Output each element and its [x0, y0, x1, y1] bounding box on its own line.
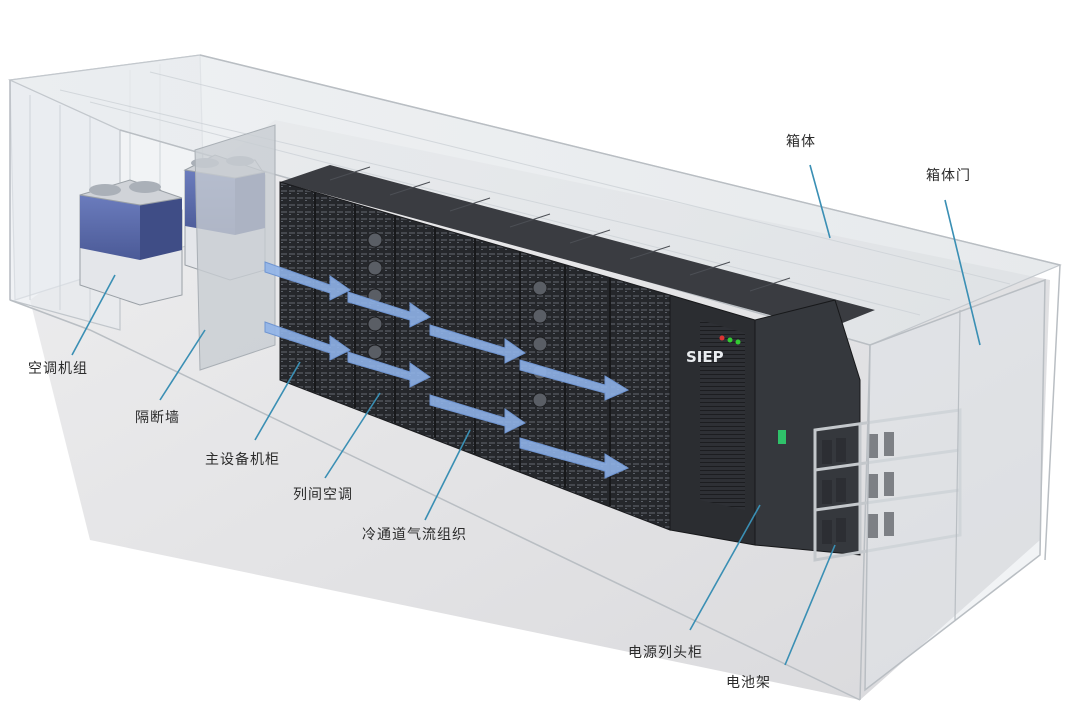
outdoor-ac-unit-1 [79, 179, 183, 306]
label-partition-wall: 隔断墙 [135, 410, 180, 426]
power-cabinet-side [754, 299, 861, 556]
partition-wall [194, 124, 276, 371]
leader-cold-aisle [424, 429, 471, 521]
leader-box-door [944, 199, 981, 346]
label-inrow-ac: 列间空调 [293, 487, 353, 503]
leader-battery-rack [784, 544, 836, 666]
cold-aisle-airflow-arrows [264, 261, 630, 479]
leader-inrow-ac [324, 392, 381, 479]
leader-main-cabinet [254, 361, 301, 441]
rack-row-top [280, 165, 875, 330]
label-box: 箱体 [786, 134, 816, 150]
power-cabinet-door [700, 320, 745, 510]
leader-power-cabinet [689, 504, 761, 631]
battery-rack [813, 408, 962, 562]
status-indicator [778, 430, 786, 444]
label-main-cabinet: 主设备机柜 [205, 452, 280, 468]
label-battery-rack: 电池架 [726, 675, 771, 691]
leader-ac-unit [71, 274, 116, 356]
container-end-door [864, 278, 1046, 692]
label-box-door: 箱体门 [926, 168, 971, 184]
leader-lines [71, 164, 981, 666]
inrow-ac-fans [367, 232, 548, 408]
leader-partition [159, 329, 206, 401]
label-power-cabinet: 电源列头柜 [628, 645, 703, 661]
leader-box [809, 164, 831, 239]
label-ac-unit: 空调机组 [28, 361, 88, 377]
label-cold-aisle: 冷通道气流组织 [362, 527, 467, 543]
brand-logo: SIEP [686, 348, 724, 366]
